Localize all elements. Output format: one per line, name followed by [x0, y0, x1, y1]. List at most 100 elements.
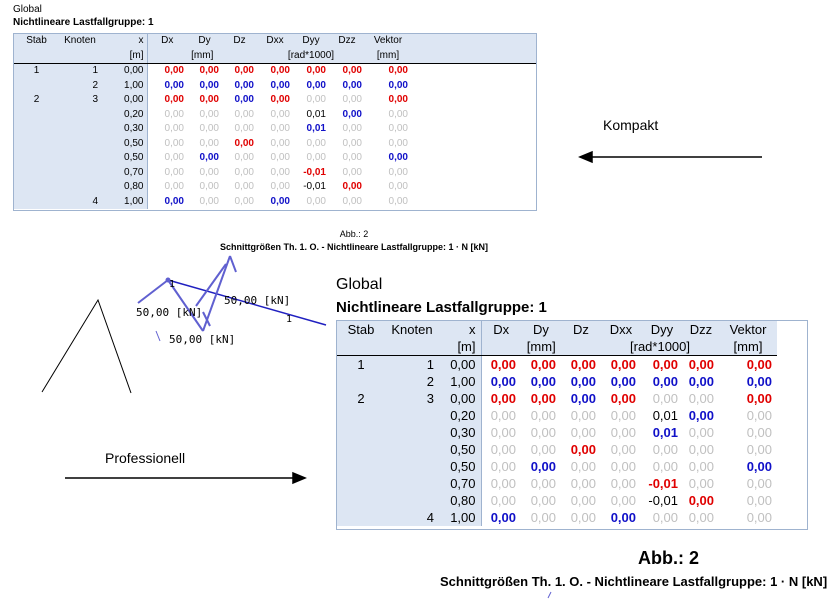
member-label-1: 1 [286, 314, 293, 325]
professional-cell-value: 0,00 [688, 357, 714, 372]
compact-cell-value: 0,00 [306, 94, 326, 105]
compact-unit-cell [59, 48, 101, 64]
compact-subtitle: Nichtlineare Lastfallgruppe: 1 [13, 17, 154, 28]
professional-cell-value: 0,00 [688, 510, 714, 525]
compact-cell-value: 0,00 [342, 79, 362, 91]
compact-col-header-dx: Dx [147, 34, 187, 49]
professional-cell-x: 0,80 [439, 492, 482, 509]
professional-cell-stab [337, 407, 385, 424]
professional-cell-knoten: 1 [385, 355, 439, 373]
professional-cell-value: 0,00 [490, 374, 516, 389]
professional-cell-value: 0,00 [746, 493, 772, 508]
professional-cell-value: 0,00 [530, 374, 556, 389]
compact-cell-value: 0,00 [388, 65, 408, 76]
kompakt-label: Kompakt [603, 117, 659, 133]
professional-cell-value: 0,00 [746, 391, 772, 406]
compact-cell-value: 0,00 [270, 94, 290, 105]
professional-cell-value: 0,00 [570, 493, 596, 508]
member-line [167, 279, 327, 326]
professional-cell-knoten [385, 458, 439, 475]
professional-cell-value: 0,01 [652, 425, 678, 440]
compact-cell-stab [14, 194, 59, 209]
compact-cell-value: -0,01 [303, 166, 326, 178]
professional-cell-stab [337, 373, 385, 390]
compact-cell-value: 0,00 [342, 152, 362, 163]
professional-cell-value: 0,00 [688, 374, 714, 389]
professional-cell-x: 0,00 [439, 390, 482, 407]
professional-cell-value: 0,00 [746, 476, 772, 491]
compact-unit-row: [m][mm][rad*1000][mm] [14, 48, 536, 64]
professional-cell-value: 0,00 [610, 408, 636, 423]
compact-cell-value: 0,00 [342, 137, 362, 149]
compact-cell-value: 0,00 [199, 79, 219, 91]
compact-cell-value: 0,00 [306, 137, 326, 149]
professional-cell-x: 1,00 [439, 509, 482, 526]
frame-sketch [41, 298, 132, 394]
professional-cell-value: 0,00 [688, 408, 714, 423]
professional-cell-knoten: 2 [385, 373, 439, 390]
compact-unit-cell: [mm] [147, 48, 257, 64]
cut-off-diagram-line [547, 591, 552, 599]
professional-cell-value: 0,00 [610, 374, 636, 389]
professional-cell-stab [337, 441, 385, 458]
professional-cell-value: 0,00 [652, 459, 678, 474]
compact-cell-value: 0,00 [388, 94, 408, 105]
professional-cell-value: 0,00 [610, 425, 636, 440]
compact-cell-value: 0,00 [199, 94, 219, 105]
compact-cell-value: 0,00 [270, 65, 290, 76]
compact-cell-value: 0,00 [164, 137, 184, 149]
professional-cell-value: 0,00 [688, 476, 714, 491]
compact-cell-value: 0,00 [164, 123, 184, 134]
compact-cell-knoten [59, 107, 101, 122]
professional-cell-value: 0,00 [490, 459, 516, 474]
small-figure-abb: Abb.: 2 [339, 229, 369, 239]
professional-unit-cell [385, 338, 439, 356]
compact-cell-value: 0,00 [270, 181, 290, 192]
compact-cell-value: 0,00 [199, 65, 219, 76]
compact-cell-value: 0,00 [388, 123, 408, 134]
big-figure-abb: Abb.: 2 [638, 548, 699, 568]
professional-unit-cell: [rad*1000] [601, 338, 719, 356]
professional-unit-cell: [mm] [719, 338, 777, 356]
professional-cell-x: 0,00 [439, 355, 482, 373]
compact-cell-value: 0,00 [234, 137, 254, 149]
professional-cell-value: 0,00 [530, 493, 556, 508]
compact-cell-x: 0,50 [101, 151, 148, 166]
professional-cell-value: 0,00 [570, 391, 596, 406]
compact-cell-value: 0,00 [388, 79, 408, 91]
professional-cell-value: 0,00 [490, 391, 516, 406]
compact-cell-value: 0,00 [199, 195, 219, 207]
compact-cell-value: 0,00 [270, 123, 290, 134]
compact-cell-x: 0,70 [101, 165, 148, 180]
compact-cell-value: 0,00 [164, 94, 184, 105]
professional-cell-stab [337, 424, 385, 441]
compact-cell-value: 0,00 [270, 195, 290, 207]
professional-cell-value: 0,00 [652, 374, 678, 389]
compact-cell-value: 0,00 [199, 152, 219, 163]
professional-cell-value: 0,00 [530, 391, 556, 406]
professional-cell-value: 0,00 [610, 442, 636, 457]
compact-cell-x: 0,80 [101, 180, 148, 195]
professionell-label: Professionell [105, 450, 186, 466]
professional-cell-value: 0,00 [652, 357, 678, 372]
compact-cell-value: 0,00 [342, 181, 362, 192]
compact-cell-knoten [59, 165, 101, 180]
professional-cell-x: 0,50 [439, 458, 482, 475]
professional-col-header-dx: Dx [481, 321, 521, 338]
professional-cell-value: 0,00 [746, 374, 772, 389]
compact-cell-knoten: 4 [59, 194, 101, 209]
professional-cell-value: 0,00 [570, 442, 596, 457]
compact-cell-x: 1,00 [101, 194, 148, 209]
professional-subtitle: Nichtlineare Lastfallgruppe: 1 [336, 299, 547, 316]
compact-col-header-dyy: Dyy [293, 34, 329, 49]
professional-cell-value: -0,01 [648, 476, 678, 491]
compact-cell-value: 0,00 [342, 65, 362, 76]
professional-cell-value: 0,00 [490, 408, 516, 423]
